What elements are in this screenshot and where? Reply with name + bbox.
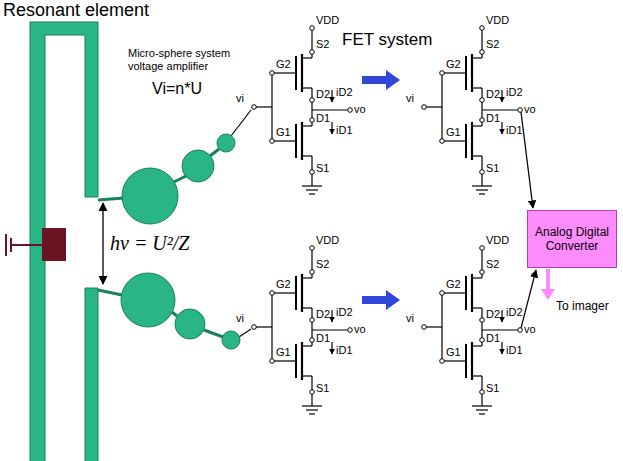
output-pin: vo: [524, 103, 536, 116]
fet-circuit: [252, 246, 353, 414]
drain-pin: D2: [316, 88, 330, 101]
gate-pin: G1: [446, 346, 461, 359]
node-text: Resonant element: [3, 0, 149, 21]
gate-pin: G2: [276, 58, 291, 71]
element-heading: Resonant element: [3, 0, 149, 21]
gate-pin: G2: [446, 278, 461, 291]
current-label: iD1: [336, 344, 353, 357]
current-label: iD2: [506, 306, 523, 319]
sphere-links: [98, 149, 223, 337]
source-pin: S1: [316, 162, 329, 175]
current-label: iD2: [336, 306, 353, 319]
gap-arrow: [102, 203, 103, 284]
gate-pin: G2: [276, 278, 291, 291]
current-label: iD2: [506, 86, 523, 99]
fet-circuit: [422, 26, 523, 194]
section-title: FET system: [342, 30, 432, 50]
drain-pin: D1: [486, 112, 500, 125]
output-note: To imager: [556, 300, 609, 314]
input-pin: vi: [236, 92, 244, 105]
current-label: iD1: [506, 124, 523, 137]
input-pin: vi: [406, 92, 414, 105]
fet-circuit: [422, 246, 523, 414]
supply-pin: VDD: [316, 14, 339, 27]
source-pin: S1: [316, 382, 329, 395]
current-label: iD2: [336, 86, 353, 99]
source-pin: S2: [316, 258, 329, 271]
drain-pin: D1: [486, 332, 500, 345]
current-label: iD1: [336, 124, 353, 137]
resonant-frame: [30, 22, 98, 461]
supply-pin: VDD: [316, 234, 339, 247]
drain-pin: D2: [316, 308, 330, 321]
fet-circuit: [252, 26, 353, 194]
voltage-formula: Vi=n*U: [152, 80, 202, 98]
output-pin: vo: [354, 103, 366, 116]
supply-pin: VDD: [486, 234, 509, 247]
supply-pin: VDD: [486, 14, 509, 27]
amplifier-caption: Micro-sphere system voltage amplifier: [128, 47, 246, 72]
pink-arrow: [541, 269, 555, 300]
input-pin: vi: [236, 312, 244, 325]
blue-arrow: [362, 70, 400, 310]
drain-pin: D2: [486, 308, 500, 321]
gate-pin: G2: [446, 58, 461, 71]
source-pin: S2: [486, 38, 499, 51]
converter-box: Analog Digital Converter: [527, 210, 617, 268]
gate-pin: G1: [446, 126, 461, 139]
source-pin: S1: [486, 162, 499, 175]
source-pin: S2: [316, 38, 329, 51]
ground-symbol: [6, 234, 42, 256]
current-label: iD1: [506, 344, 523, 357]
input-pin: vi: [406, 312, 414, 325]
output-pin: vo: [524, 323, 536, 336]
energy-formula: hν = U²/Z: [110, 232, 190, 255]
gate-pin: G1: [276, 126, 291, 139]
gate-pin: G1: [276, 346, 291, 359]
source-pin: S2: [486, 258, 499, 271]
source-pin: S1: [486, 382, 499, 395]
contact-block: [42, 228, 66, 261]
drain-pin: D2: [486, 88, 500, 101]
drain-pin: D1: [316, 332, 330, 345]
output-pin: vo: [354, 323, 366, 336]
node-text: Analog Digital Converter: [532, 225, 612, 253]
drain-pin: D1: [316, 112, 330, 125]
